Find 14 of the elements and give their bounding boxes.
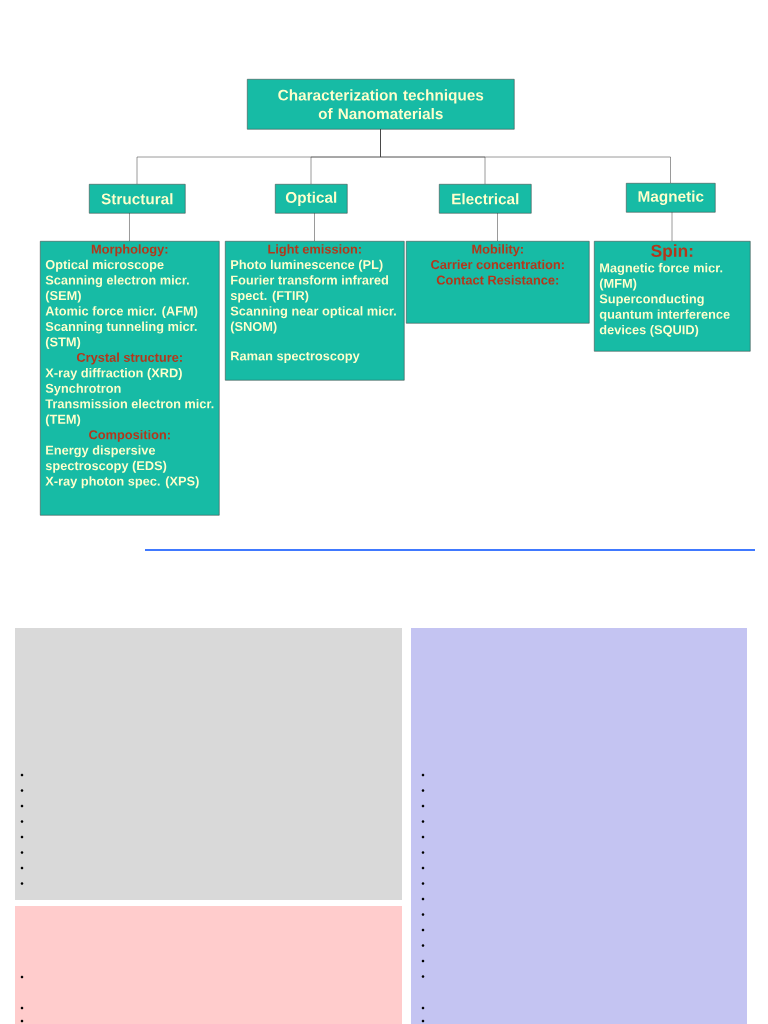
connector-line xyxy=(314,212,315,242)
title-box: Characterization techniques of Nanomaterials xyxy=(247,79,515,130)
technique-box: Morphology: Optical microscope Scanning electron micr. (SEM) Atomic force micr. (AFM) Scanning tunneling micr. (STM) Crystal structure: X-ray diffraction (XRD) Synchrotron Transmission electron micr. (TEM) Composition: Energy dispersive spectroscopy (EDS) X-ray photon spec. (XPS) xyxy=(40,241,220,516)
connector-line xyxy=(671,211,673,242)
category-box: Structural xyxy=(89,184,186,214)
connector-line xyxy=(497,212,498,242)
category-box: Optical xyxy=(275,184,348,214)
category-box: Electrical xyxy=(439,184,532,214)
technique-box: Spin: Magnetic force micr. (MFM) Superconducting quantum interference devices (SQUID) xyxy=(594,241,751,352)
connector-line xyxy=(380,128,671,184)
technique-box: Mobility: Carrier concentration: Contact Resistance: xyxy=(406,241,590,324)
technique-box: Light emission: Photo luminescence (PL) Fourier transform infrared spect. (FTIR) Scanning near optical micr. (SNOM) Raman spectroscopy xyxy=(225,241,405,381)
category-box: Magnetic xyxy=(626,183,716,213)
connector-line xyxy=(129,212,130,242)
